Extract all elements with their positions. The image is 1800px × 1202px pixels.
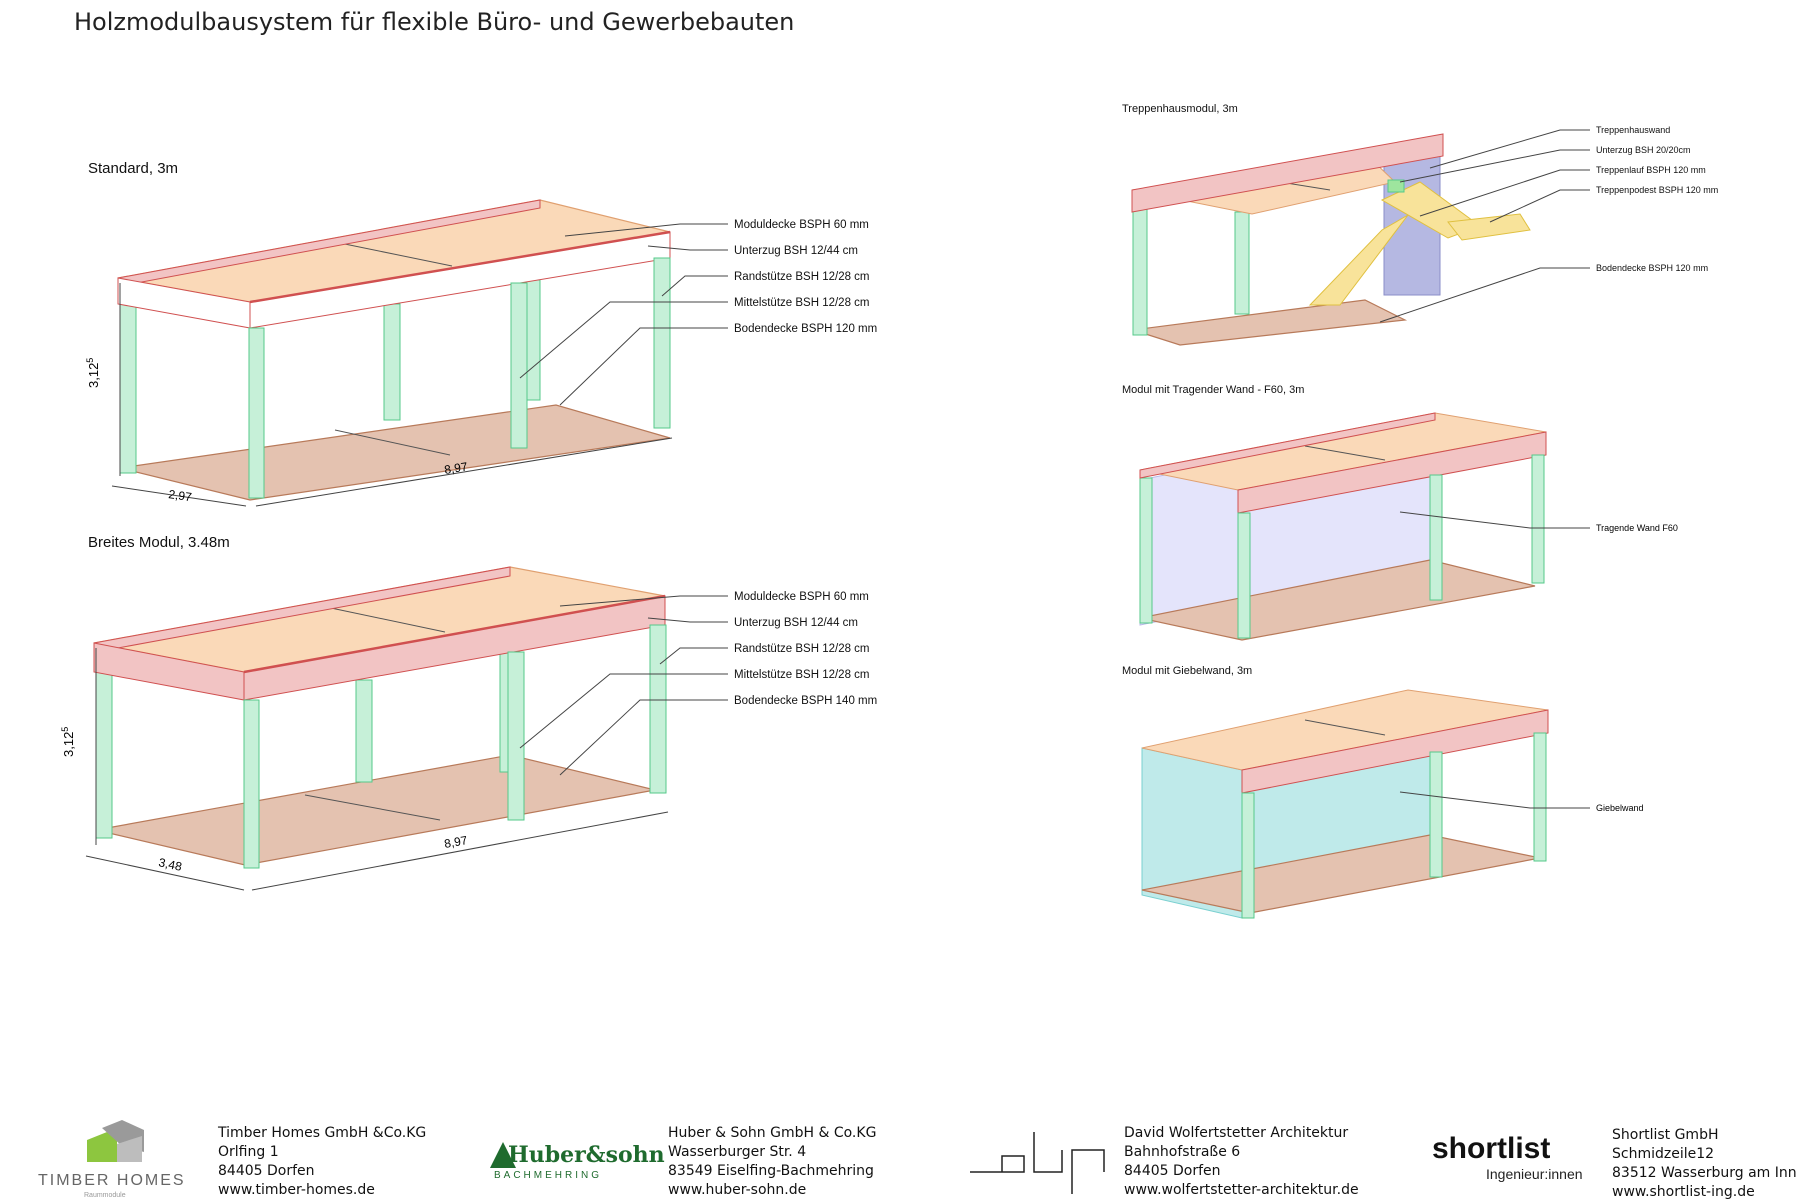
timber-homes-logo-icon	[87, 1120, 144, 1162]
wide-corner-column	[649, 624, 667, 794]
loadwall-module-drawing	[1139, 412, 1590, 641]
wide-label-3: Mittelstütze BSH 12/28 cm	[734, 669, 870, 681]
loadwall-front-beam	[1237, 431, 1547, 514]
wide-height-dimension: 3,125	[60, 727, 76, 757]
shortlist-address: Shortlist GmbH Schmidzeile12 83512 Wasse…	[1612, 1127, 1797, 1200]
wide-module-drawing	[85, 566, 728, 891]
page-title: Holzmodulbausystem für flexible Büro- un…	[74, 8, 795, 36]
gable-front-beam	[1241, 709, 1549, 794]
stair-landing	[1447, 213, 1531, 241]
loadwall-module-title: Modul mit Tragender Wand - F60, 3m	[1122, 384, 1305, 396]
wide-mid-column	[355, 679, 373, 783]
loadwall-back-column	[1139, 477, 1153, 624]
timber-homes-logo-text: TIMBER HOMES	[38, 1172, 186, 1189]
stair-label-2: Treppenlauf BSPH 120 mm	[1596, 165, 1706, 175]
footer: TIMBER HOMES Raummodule Timber Homes Gmb…	[0, 1100, 1800, 1200]
stair-beam	[1131, 133, 1444, 213]
standard-module-title: Standard, 3m	[88, 160, 179, 177]
huber-sohn-address: Huber & Sohn GmbH & Co.KG Wasserburger S…	[668, 1125, 877, 1198]
stair-label-4: Bodendecke BSPH 120 mm	[1596, 263, 1708, 273]
stair-label-0: Treppenhauswand	[1596, 125, 1670, 135]
gable-label-0: Giebelwand	[1596, 803, 1644, 813]
stair-beam-connector	[1387, 179, 1405, 193]
wide-length-dimension: 8,97	[443, 833, 469, 851]
standard-label-1: Unterzug BSH 12/44 cm	[734, 245, 858, 257]
standard-width-dimension: 2,97	[168, 487, 193, 504]
module-drawings: 3,125 2,97 8,97 Moduldecke BSPH 60 mm Un…	[60, 125, 1718, 919]
shortlist-logo-sub: Ingenieur:innen	[1486, 1166, 1583, 1182]
stair-mid-column	[1234, 211, 1250, 315]
loadwall-corner-column	[1531, 454, 1545, 584]
standard-height-dimension: 3,125	[85, 358, 101, 388]
standard-module-drawing	[111, 199, 728, 507]
loadwall-back-beam	[1139, 412, 1436, 479]
timber-homes-address: Timber Homes GmbH &Co.KG Orlfing 1 84405…	[218, 1125, 427, 1198]
wide-width-dimension: 3,48	[157, 855, 183, 874]
loadwall-label-0: Tragende Wand F60	[1596, 523, 1678, 533]
huber-sohn-logo-sub: BACHMEHRING	[494, 1170, 603, 1181]
stair-label-1: Unterzug BSH 20/20cm	[1596, 145, 1691, 155]
standard-corner-column	[653, 257, 671, 429]
wide-label-2: Randstütze BSH 12/28 cm	[734, 643, 870, 655]
timber-homes-logo-sub: Raummodule	[84, 1192, 126, 1199]
standard-front-column-1	[248, 327, 265, 499]
standard-length-dimension: 8,97	[443, 459, 469, 477]
standard-label-4: Bodendecke BSPH 120 mm	[734, 323, 877, 335]
wide-back-column	[95, 647, 113, 839]
stair-label-3: Treppenpodest BSPH 120 mm	[1596, 185, 1718, 195]
standard-label-2: Randstütze BSH 12/28 cm	[734, 271, 870, 283]
shortlist-logo-text: shortlist	[1432, 1132, 1551, 1165]
wide-label-4: Bodendecke BSPH 140 mm	[734, 695, 877, 707]
stair-module-title: Treppenhausmodul, 3m	[1122, 103, 1238, 115]
stair-back-column	[1132, 204, 1148, 336]
wide-front-column-2	[507, 651, 525, 821]
wolfertstetter-website[interactable]: www.wolfertstetter-architektur.de	[1124, 1182, 1359, 1198]
tree-icon	[490, 1142, 516, 1168]
standard-front-column-2	[510, 282, 528, 449]
standard-label-3: Mittelstütze BSH 12/28 cm	[734, 297, 870, 309]
standard-mid-column-2	[525, 279, 541, 401]
loadwall-front-column-1	[1237, 512, 1251, 639]
gable-corner-column	[1533, 732, 1547, 862]
wolfertstetter-address: David Wolfertstetter Architektur Bahnhof…	[1124, 1125, 1359, 1198]
huber-sohn-website[interactable]: www.huber-sohn.de	[668, 1182, 807, 1198]
wide-label-1: Unterzug BSH 12/44 cm	[734, 617, 858, 629]
gable-module-drawing	[1141, 689, 1590, 919]
gable-module-title: Modul mit Giebelwand, 3m	[1122, 665, 1253, 677]
gable-front-column-1	[1241, 792, 1255, 919]
wide-label-0: Moduldecke BSPH 60 mm	[734, 591, 869, 603]
timber-homes-website[interactable]: www.timber-homes.de	[218, 1182, 375, 1198]
gable-front-column-2	[1429, 751, 1443, 878]
standard-label-0: Moduldecke BSPH 60 mm	[734, 219, 869, 231]
stair-floor-slab	[1132, 299, 1408, 346]
stair-module-drawing	[1131, 129, 1590, 346]
wide-front-column-1	[243, 699, 260, 869]
huber-sohn-logo-text: Huber&sohn	[508, 1142, 665, 1168]
wide-module-title: Breites Modul, 3.48m	[88, 534, 230, 551]
wolfertstetter-logo-icon	[970, 1132, 1105, 1194]
shortlist-website[interactable]: www.shortlist-ing.de	[1612, 1184, 1755, 1200]
loadwall-front-column-2	[1429, 474, 1443, 601]
standard-back-column	[119, 282, 137, 474]
wide-floor-slab	[95, 754, 656, 866]
standard-mid-column	[383, 303, 401, 421]
